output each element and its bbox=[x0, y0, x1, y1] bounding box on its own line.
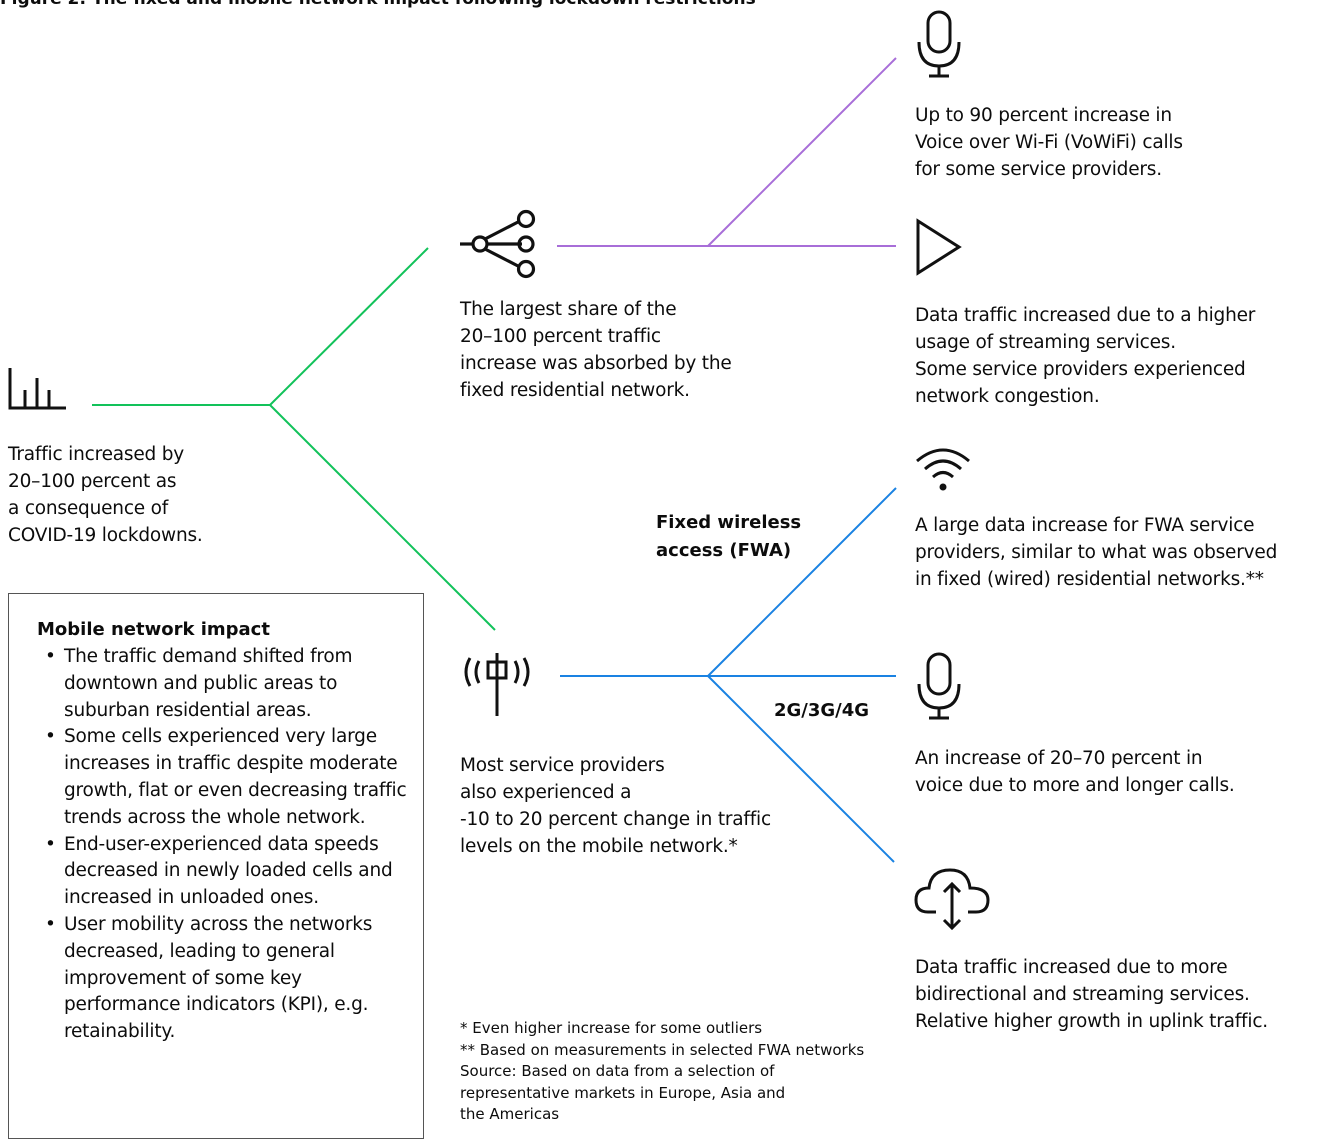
mobile-description: Most service providers also experienced … bbox=[460, 755, 771, 857]
mobile-impact-item: Some cells experienced very large increa… bbox=[37, 724, 407, 831]
voice-description: An increase of 20–70 percent in voice du… bbox=[915, 748, 1235, 796]
mobile-impact-box: Mobile network impact The traffic demand… bbox=[8, 593, 424, 1139]
microphone-icon bbox=[917, 10, 961, 78]
mobile-impact-list: The traffic demand shifted from downtown… bbox=[37, 644, 407, 1046]
streaming-description: Data traffic increased due to a higher u… bbox=[915, 305, 1256, 407]
mobile-impact-item: The traffic demand shifted from downtown… bbox=[37, 644, 407, 724]
generations-label: 2G/3G/4G bbox=[774, 700, 870, 721]
mobile-to-uplink-line bbox=[707, 675, 895, 863]
root-to-mobile-line bbox=[269, 404, 496, 631]
purple-connectors bbox=[557, 57, 897, 247]
footnotes: * Even higher increase for some outliers… bbox=[460, 1019, 865, 1123]
fixed-to-vowifi-line bbox=[707, 57, 897, 247]
blue-connectors bbox=[560, 487, 897, 863]
green-connectors bbox=[92, 247, 496, 631]
root-to-fixed-line bbox=[269, 247, 429, 406]
play-icon bbox=[916, 218, 962, 276]
microphone-icon bbox=[917, 652, 961, 720]
uplink-description: Data traffic increased due to more bidir… bbox=[915, 957, 1268, 1032]
vowifi-description: Up to 90 percent increase in Voice over … bbox=[915, 105, 1183, 180]
fixed-description: The largest share of the 20–100 percent … bbox=[460, 299, 732, 401]
bar-chart-icon bbox=[8, 368, 66, 410]
mobile-impact-item: End-user-experienced data speeds decreas… bbox=[37, 832, 407, 912]
fwa-label: Fixed wireless access (FWA) bbox=[656, 512, 802, 561]
fwa-description: A large data increase for FWA service pr… bbox=[915, 515, 1278, 590]
figure-title: Figure 2: The fixed and mobile network i… bbox=[0, 0, 756, 10]
mobile-to-fwa-line bbox=[707, 487, 897, 677]
root-description: Traffic increased by 20–100 percent as a… bbox=[8, 444, 203, 546]
mobile-impact-title: Mobile network impact bbox=[37, 619, 270, 640]
wifi-icon bbox=[916, 448, 970, 491]
radio-tower-icon bbox=[464, 653, 530, 716]
mobile-impact-item: User mobility across the networks decrea… bbox=[37, 912, 407, 1046]
cloud-upload-download-icon bbox=[914, 868, 990, 931]
network-share-icon bbox=[460, 209, 536, 279]
